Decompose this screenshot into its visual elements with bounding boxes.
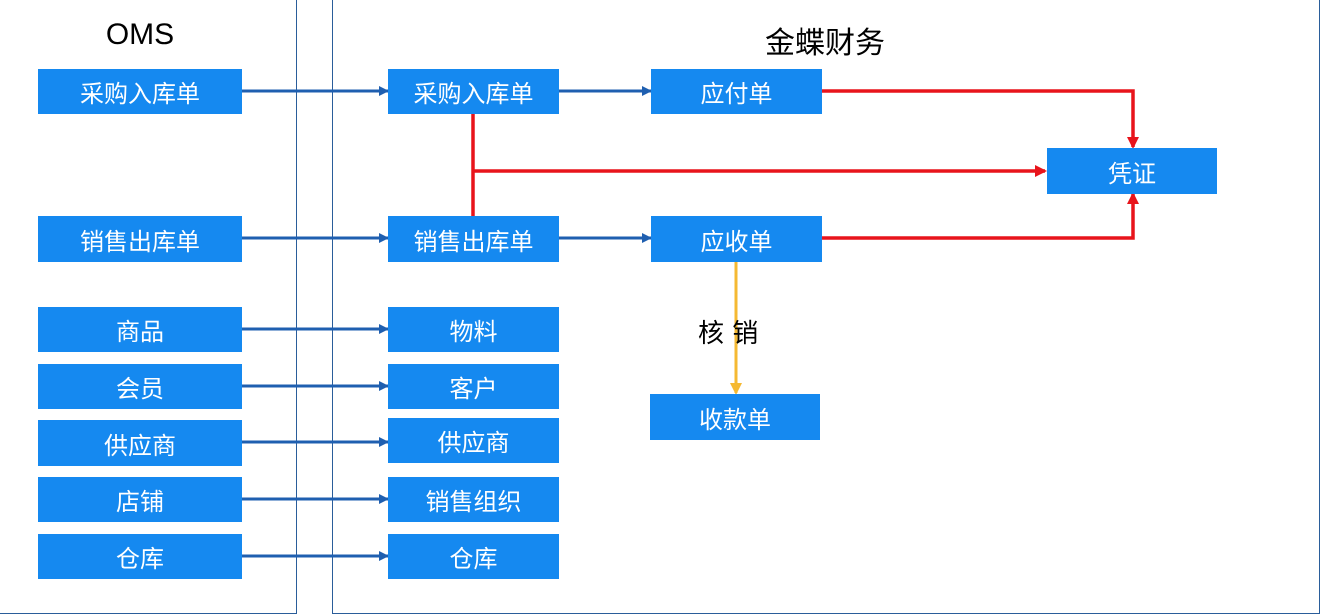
oms-purchase-in-box: 采购入库单: [38, 69, 242, 114]
kingdee-warehouse-box: 仓库: [388, 534, 559, 579]
arrow-receivable-voucher: [822, 192, 1139, 240]
kingdee-sales-out-box: 销售出库单: [388, 216, 559, 262]
kingdee-sales-org-box: 销售组织: [388, 477, 559, 522]
kingdee-supplier-box: 供应商: [388, 418, 559, 463]
kingdee-voucher-box: 凭证: [1047, 148, 1217, 194]
oms-warehouse-box: 仓库: [38, 534, 242, 579]
oms-sales-out-box: 销售出库单: [38, 216, 242, 262]
oms-supplier-box: 供应商: [38, 420, 242, 466]
oms-member-box: 会员: [38, 364, 242, 409]
oms-store-box: 店铺: [38, 477, 242, 522]
kingdee-receipt-box: 收款单: [650, 394, 820, 440]
kingdee-material-box: 物料: [388, 307, 559, 352]
kingdee-customer-box: 客户: [388, 364, 559, 409]
kingdee-payable-box: 应付单: [651, 69, 822, 114]
oms-panel-title: OMS: [105, 18, 175, 51]
kingdee-purchase-in-box: 采购入库单: [388, 69, 559, 114]
arrow-payable-voucher: [822, 89, 1139, 149]
kingdee-panel-title: 金蝶财务: [765, 27, 885, 60]
write-off-label: 核 销: [698, 319, 759, 349]
kingdee-receivable-box: 应收单: [651, 216, 822, 262]
oms-product-box: 商品: [38, 307, 242, 352]
